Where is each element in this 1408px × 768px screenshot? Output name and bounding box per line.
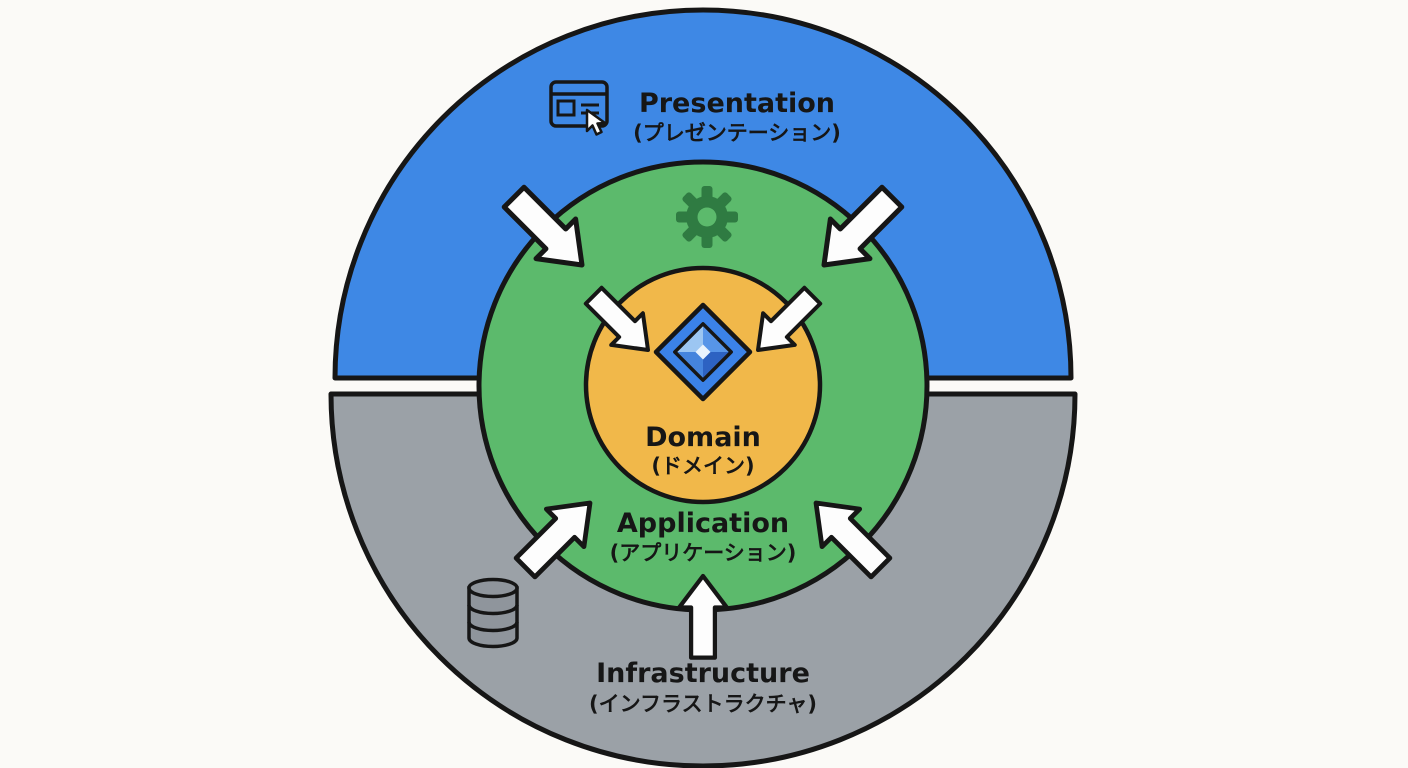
pointer-cursor-icon [585,108,607,136]
infrastructure-label: Infrastructure [596,658,810,689]
application-label: Application [617,508,789,539]
gear-hole [697,207,717,227]
browser-click-icon [549,80,609,136]
presentation-label: Presentation [639,88,835,119]
diamond-icon [653,302,753,402]
domain-label: Domain [645,422,761,453]
presentation-label-ja: (プレゼンテーション) [633,121,841,145]
database-icon [467,577,519,649]
gear-icon [676,186,738,248]
domain-label-ja: (ドメイン) [651,454,754,478]
infrastructure-label-ja: (インフラストラクチャ) [589,692,817,716]
application-label-ja: (アプリケーション) [610,541,797,565]
